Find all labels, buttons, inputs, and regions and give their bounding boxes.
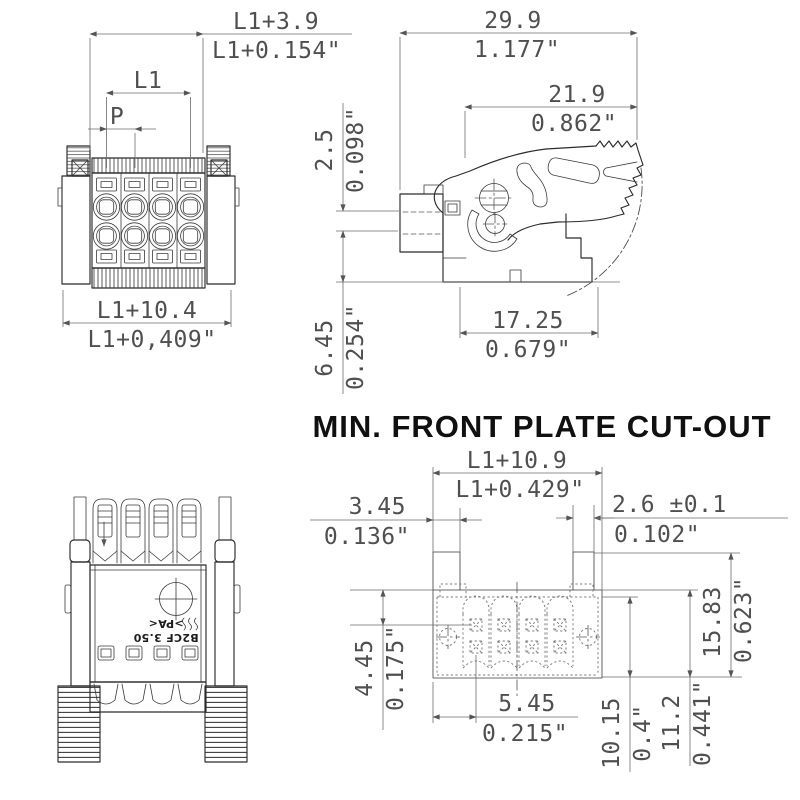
dim-inch-text: 0.679": [485, 337, 571, 363]
dim-cutout-width: L1+10.9 L1+0.429": [432, 448, 603, 590]
dim-cutout-total-height: 15.83 0.623": [594, 552, 757, 678]
dim-mm-text: 15.83: [700, 586, 726, 658]
dim-inch-text: 0.4": [630, 704, 656, 761]
center-lines: [436, 582, 600, 697]
dim-cutout-edge-to-pole: 5.45 0.215": [432, 655, 578, 747]
dim-side-wire-offset: 2.5 0.098": [312, 103, 399, 232]
material-marking: >PA<: [148, 617, 183, 630]
front-view-poles: [92, 177, 205, 264]
dim-cutout-height: 11.2 0.441": [602, 589, 716, 766]
dim-inch-text: 0.098": [343, 107, 369, 193]
part-marking: >PA< B2CF 3.50: [133, 617, 198, 644]
drawing-title: MIN. FRONT PLATE CUT-OUT: [312, 409, 771, 444]
dim-cutout-notch-left: 3.45 0.136": [310, 494, 482, 552]
connector-front-view: L1+3.9 L1+0.154" L1 P L1+10.4 L1+0,409": [57, 9, 352, 353]
dim-mm-text: L1: [134, 68, 163, 94]
dim-front-pitch: P: [88, 104, 156, 168]
dim-inch-text: 0.136": [324, 524, 410, 550]
dim-inch-text: 0.215": [482, 721, 568, 747]
dim-cutout-notch-right: 2.6 ±0.1 0.102": [556, 492, 788, 552]
dim-inch-text: L1+0,409": [87, 327, 216, 353]
dim-mm-text: 11.2: [659, 694, 685, 751]
dim-side-base-length: 17.25 0.679": [459, 287, 599, 363]
dim-front-total-width: L1+10.4 L1+0,409": [62, 290, 232, 353]
dim-inch-text: 0.254": [343, 304, 369, 390]
dim-mm-text: L1+3.9: [233, 9, 319, 35]
dim-inch-text: L1+0.429": [455, 477, 584, 503]
dim-cutout-edge-to-contact: 4.45 0.175": [350, 589, 472, 730]
rear-view-outline: [57, 496, 248, 763]
dim-inch-text: 0.623": [731, 577, 757, 663]
front-plate-cutout-view: L1+10.9 L1+0.429" 3.45 0.136" 2.6 ±0.1 0…: [310, 448, 788, 772]
dim-mm-text: 6.45: [312, 319, 338, 376]
front-view-outline: [57, 145, 240, 289]
dim-side-lower-height: 6.45 0.254": [312, 230, 620, 394]
dim-inch-text: 0.102": [614, 522, 700, 548]
connector-side-view: 29.9 1.177" 21.9 0.862" 2.5 0.098" 6.45 …: [312, 8, 644, 394]
dim-mm-text: 4.45: [352, 639, 378, 696]
dim-front-l1: L1: [105, 68, 192, 168]
connector-rear-view: >PA< B2CF 3.50: [57, 496, 248, 763]
side-view-outline: [399, 140, 644, 297]
dim-side-lever-length: 21.9 0.862": [464, 82, 638, 158]
dim-mm-text: 5.45: [498, 691, 555, 717]
dim-mm-text: 10.15: [599, 697, 625, 769]
dim-inch-text: L1+0.154": [212, 38, 341, 64]
connector-phantom: [436, 583, 599, 676]
dim-front-outer-width: L1+3.9 L1+0.154": [89, 9, 352, 153]
dim-inch-text: 0.175": [383, 625, 409, 711]
dim-cutout-inner-height: 10.15 0.4": [599, 596, 742, 772]
dim-inch-text: 0.862": [531, 111, 617, 137]
dim-mm-text: 29.9: [484, 8, 541, 34]
dim-side-total-length: 29.9 1.177": [399, 8, 638, 190]
dim-inch-text: 0.441": [690, 680, 716, 766]
dim-mm-text: 17.25: [492, 308, 564, 334]
dim-inch-text: 1.177": [474, 37, 560, 63]
series-marking: B2CF 3.50: [133, 631, 198, 644]
dim-mm-text: P: [110, 104, 124, 130]
dim-mm-text: 2.5: [312, 128, 338, 171]
cutout-outline: [432, 551, 603, 679]
dim-mm-text: 21.9: [548, 82, 605, 108]
dim-mm-text: 2.6 ±0.1: [612, 492, 727, 518]
dim-mm-text: 3.45: [349, 494, 406, 520]
dim-mm-text: L1+10.4: [97, 298, 197, 324]
dim-mm-text: L1+10.9: [467, 448, 567, 474]
weidmueller-logo: [182, 617, 198, 631]
